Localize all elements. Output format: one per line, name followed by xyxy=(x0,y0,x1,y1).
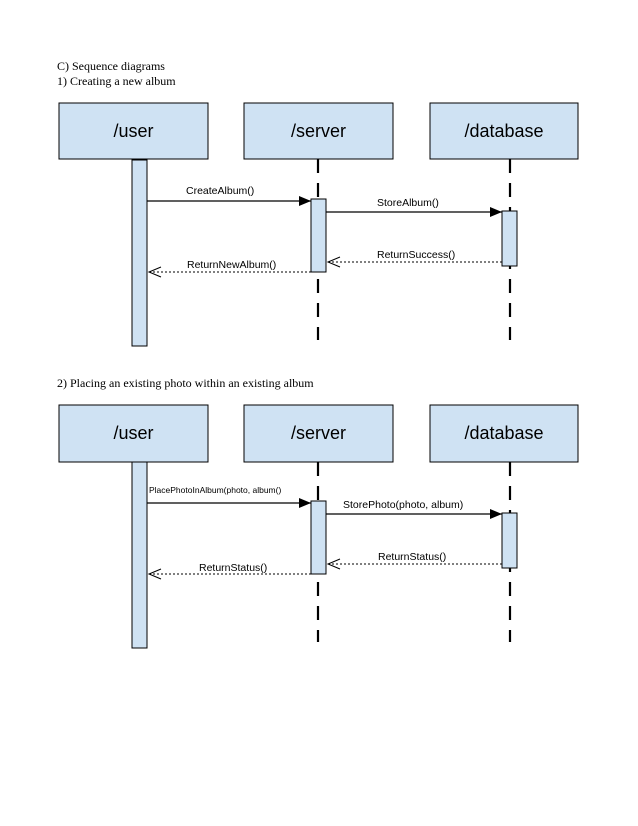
participant-label: /user xyxy=(113,121,153,141)
participant-label: /database xyxy=(464,121,543,141)
open-arrowhead xyxy=(326,558,341,570)
message-label: StoreAlbum() xyxy=(377,197,439,209)
message-label: ReturnStatus() xyxy=(378,551,446,563)
diagram-2-title: 2) Placing an existing photo within an e… xyxy=(57,376,314,390)
server-activation-bar xyxy=(310,198,327,273)
section-title: C) Sequence diagrams xyxy=(57,59,165,73)
database-activation-bar xyxy=(501,210,518,267)
message-label: CreateAlbum() xyxy=(186,185,254,197)
sequence-diagram-2: /user /server /database PlacePhotoInAlbu… xyxy=(58,404,579,649)
participant-server: /server xyxy=(243,404,394,463)
participant-database: /database xyxy=(429,404,579,463)
server-activation-bar xyxy=(310,500,327,575)
participant-label: /server xyxy=(291,121,346,141)
participant-label: /server xyxy=(291,423,346,443)
database-activation-bar xyxy=(501,512,518,569)
message-label: StorePhoto(photo, album) xyxy=(343,499,463,511)
open-arrowhead xyxy=(326,256,341,268)
user-activation-bar xyxy=(131,461,148,649)
participant-server: /server xyxy=(243,102,394,160)
message-label: PlacePhotoInAlbum(photo, album() xyxy=(149,485,281,495)
participant-user: /user xyxy=(58,404,209,463)
message-label: ReturnSuccess() xyxy=(377,249,455,261)
participant-label: /user xyxy=(113,423,153,443)
participant-user: /user xyxy=(58,102,209,160)
diagram-1-title: 1) Creating a new album xyxy=(57,74,176,88)
participant-database: /database xyxy=(429,102,579,160)
open-arrowhead xyxy=(147,568,162,580)
message-label: ReturnNewAlbum() xyxy=(187,259,276,271)
open-arrowhead xyxy=(147,266,162,278)
sequence-diagram-1: /user /server /database CreateAlbum() St… xyxy=(58,102,579,347)
participant-label: /database xyxy=(464,423,543,443)
user-activation-bar xyxy=(131,159,148,347)
message-label: ReturnStatus() xyxy=(199,562,267,574)
